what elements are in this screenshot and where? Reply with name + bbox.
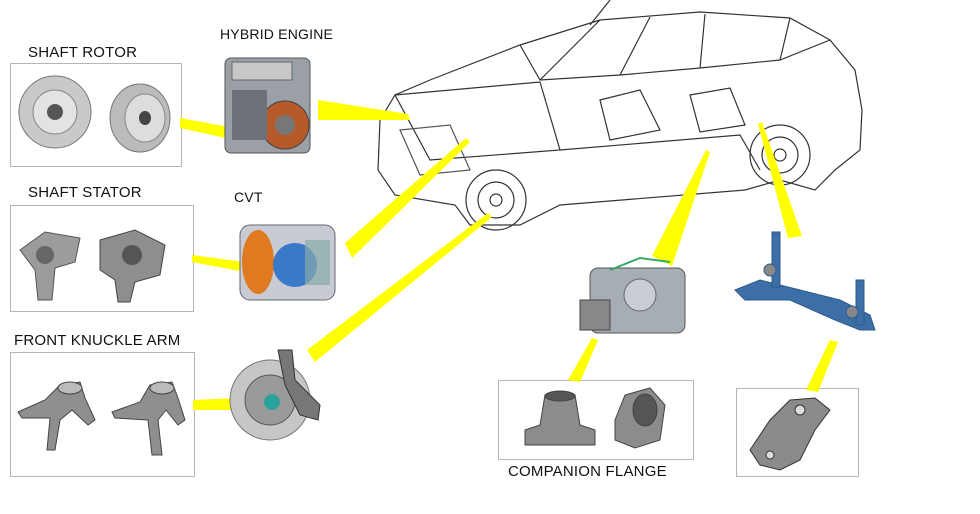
callout-axle-to-car xyxy=(758,122,802,238)
hybrid-engine-label: HYBRID ENGINE xyxy=(220,26,334,42)
cvt-label: CVT xyxy=(234,189,263,205)
callout-gearbox-to-car xyxy=(652,150,710,266)
companion-flange-image xyxy=(524,387,666,449)
callout-knuckle-to-disc xyxy=(193,398,238,410)
companion-flange-label: COMPANION FLANGE xyxy=(508,463,667,480)
shaft-stator-label: SHAFT STATOR xyxy=(28,184,142,201)
rear-axle-image xyxy=(734,231,876,331)
callout-axle-to-bracket xyxy=(806,340,838,392)
shaft-rotor-label: SHAFT ROTOR xyxy=(28,44,138,61)
callout-wedges xyxy=(180,100,838,410)
shaft-stator-image xyxy=(19,229,166,303)
hybrid-engine-image xyxy=(224,57,311,154)
callout-gearbox-to-flange xyxy=(568,338,598,382)
front-knuckle-arm-label: FRONT KNUCKLE ARM xyxy=(14,332,181,349)
transfer-gearbox-image xyxy=(579,256,686,334)
cvt-image xyxy=(239,224,336,301)
callout-engine-to-car xyxy=(318,100,410,120)
rear-bracket-image xyxy=(749,397,831,471)
callout-stator-to-cvt xyxy=(192,255,245,272)
car-cutaway-illustration xyxy=(377,0,863,231)
callout-disc-to-car xyxy=(307,213,492,362)
brake-disc-image xyxy=(229,349,321,441)
callout-cvt-to-car xyxy=(345,138,470,258)
callout-rotor-to-engine xyxy=(180,118,235,140)
shaft-rotor-image xyxy=(18,75,171,153)
front-knuckle-arm-image xyxy=(17,381,186,456)
